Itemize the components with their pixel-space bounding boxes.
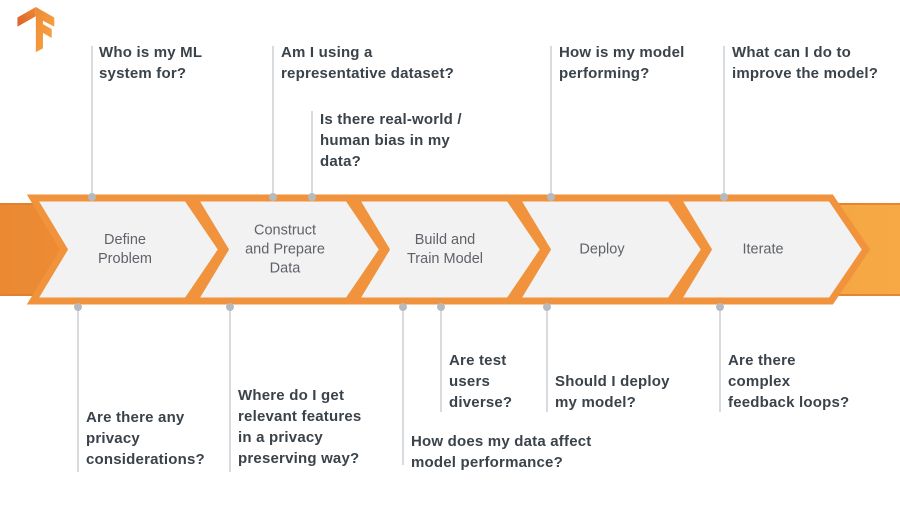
connector-dot: [547, 193, 555, 201]
connector-dot: [437, 303, 445, 311]
connector-dot: [716, 303, 724, 311]
question-test-users-diverse: Are test users diverse?: [449, 352, 513, 411]
tensorflow-logo-icon: [17, 7, 55, 53]
connector-dot: [720, 193, 728, 201]
question-should-i-deploy: Should I deploy my model?: [555, 373, 670, 411]
connector-dot: [74, 303, 82, 311]
question-who-is-ml-system-for: Who is my ML system for?: [99, 44, 203, 82]
chevron-iterate: [670, 194, 871, 305]
connector-line: [77, 311, 79, 472]
chevron-define-problem: [26, 194, 227, 305]
question-improve-model: What can I do to improve the model?: [732, 44, 879, 82]
connector-dot: [269, 193, 277, 201]
connector-dot: [226, 303, 234, 311]
connector-line: [546, 311, 548, 412]
stage-label-build-train-model: Build and Train Model: [406, 232, 484, 267]
connector-line: [402, 311, 404, 465]
connector-line: [272, 46, 274, 193]
connector-line: [719, 311, 721, 412]
logo-left-beam: [17, 7, 36, 27]
connector-line: [311, 111, 313, 193]
question-privacy-considerations: Are there any privacy considerations?: [86, 409, 205, 468]
connector-line: [440, 311, 442, 412]
stage-label-iterate: Iterate: [742, 241, 784, 258]
logo-f-shape: [35, 7, 55, 53]
question-model-performing: How is my model performing?: [559, 44, 685, 82]
process-banner: [0, 194, 900, 305]
chevron-deploy: [509, 194, 710, 305]
stage-label-deploy: Deploy: [579, 241, 625, 258]
connector-line: [550, 46, 552, 193]
connector-line: [723, 46, 725, 193]
stage-label-define-problem: Define Problem: [98, 232, 152, 267]
connector-dot: [399, 303, 407, 311]
connector-dot: [88, 193, 96, 201]
stage-label-construct-prepare-data: Construct and Prepare Data: [245, 222, 325, 277]
connector-line: [91, 46, 93, 193]
connector-line: [229, 311, 231, 472]
question-representative-dataset: Am I using a representative dataset?: [281, 44, 455, 82]
question-data-affect-performance: How does my data affect model performanc…: [411, 433, 592, 471]
chevron-construct-prepare-data: [187, 194, 388, 305]
question-privacy-preserving-features: Where do I get relevant features in a pr…: [238, 387, 362, 467]
question-complex-feedback-loops: Are there complex feedback loops?: [728, 352, 850, 411]
connector-dot: [543, 303, 551, 311]
connector-dot: [308, 193, 316, 201]
chevron-build-train-model: [348, 194, 549, 305]
question-real-world-bias: Is there real-world / human bias in my d…: [320, 111, 462, 170]
